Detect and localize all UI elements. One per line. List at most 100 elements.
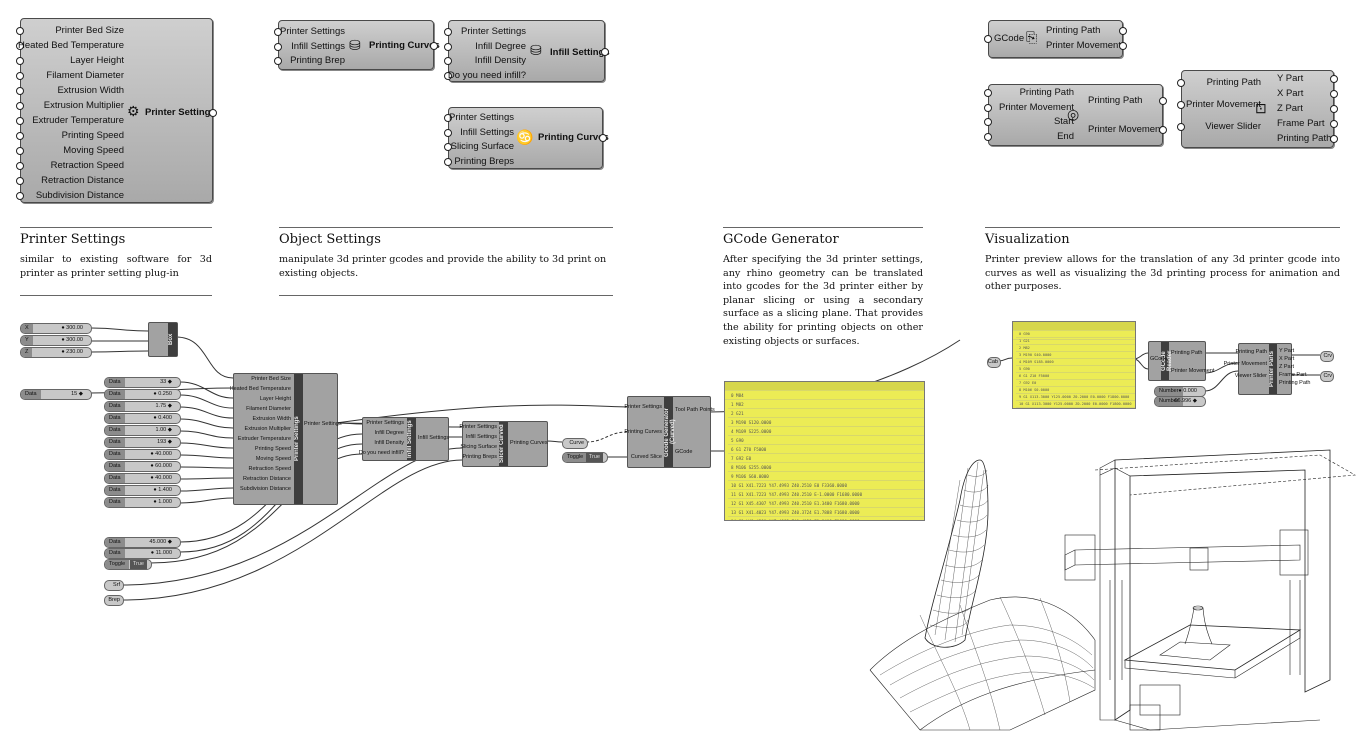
toggle-slicing[interactable]: Toggle True: [104, 559, 152, 570]
input-grip[interactable]: [444, 28, 452, 36]
left-data-slider[interactable]: Data 15 ◆: [20, 389, 92, 400]
vis-crv-pill-2[interactable]: Crv: [1320, 371, 1334, 382]
output-label: X Part: [1277, 88, 1304, 99]
input-grip[interactable]: [984, 35, 992, 43]
input-label: Slicing Surface: [450, 141, 514, 152]
input-grip[interactable]: [444, 143, 452, 151]
input-grip[interactable]: [16, 117, 24, 125]
input-grip[interactable]: [984, 89, 992, 97]
input-label: Layer Height: [70, 55, 124, 66]
param-slider[interactable]: Data● 40.000: [104, 449, 181, 460]
param-slider[interactable]: Data● 0.400: [104, 413, 181, 424]
input-grip[interactable]: [16, 102, 24, 110]
input-grip[interactable]: [274, 42, 282, 51]
output-grip[interactable]: [1330, 135, 1338, 143]
param-slider[interactable]: Data● 60.000: [104, 461, 181, 472]
param-slider[interactable]: Data● 1.000: [104, 497, 181, 508]
output-grip[interactable]: [1330, 75, 1338, 83]
mini-input-label: Extrusion Multiplier: [244, 426, 291, 432]
input-grip[interactable]: [16, 87, 24, 95]
output-grip[interactable]: [1330, 105, 1338, 113]
xyz-slider[interactable]: Y● 300.00: [20, 335, 92, 346]
output-grip[interactable]: [1330, 120, 1338, 128]
input-grip[interactable]: [16, 132, 24, 140]
input-grip[interactable]: [984, 103, 992, 112]
input-grip[interactable]: [16, 57, 24, 65]
xyz-slider[interactable]: X● 300.00: [20, 323, 92, 334]
input-grip[interactable]: [984, 132, 992, 141]
input-grip[interactable]: [1177, 123, 1185, 131]
input-grip[interactable]: [1177, 79, 1185, 87]
vis-cab-pill[interactable]: Cab: [987, 357, 1001, 368]
output-grip[interactable]: [1119, 42, 1127, 50]
input-grip[interactable]: [16, 42, 24, 50]
output-grip[interactable]: [1119, 27, 1127, 35]
input-grip[interactable]: [16, 27, 24, 35]
input-grip[interactable]: [444, 114, 452, 122]
curve-param[interactable]: Curve: [562, 438, 588, 449]
output-grip[interactable]: [601, 48, 609, 56]
output-label: Printer Movement: [1088, 124, 1163, 135]
input-grip[interactable]: [1177, 101, 1185, 109]
panel-header: [725, 382, 924, 391]
component-output-label: Printer Settings: [145, 107, 216, 118]
param-slider[interactable]: Data● 11.000: [104, 548, 181, 559]
gcode-line: 9 M106 S60.0000: [728, 472, 924, 481]
box-component[interactable]: Box: [148, 322, 178, 357]
input-grip[interactable]: [274, 57, 282, 65]
output-grip[interactable]: [599, 134, 607, 142]
input-grip[interactable]: [444, 157, 452, 166]
param-slider[interactable]: Data● 1.400: [104, 485, 181, 496]
xyz-slider[interactable]: Z● 230.00: [20, 347, 92, 358]
vis-crv-pill-1[interactable]: Crv: [1320, 351, 1334, 362]
output-grip[interactable]: [1330, 90, 1338, 98]
input-grip[interactable]: [444, 71, 452, 80]
output-grip[interactable]: [1159, 97, 1167, 105]
input-label: Retraction Distance: [41, 175, 124, 186]
input-grip[interactable]: [16, 72, 24, 80]
output-grip[interactable]: [1159, 126, 1167, 134]
input-grip[interactable]: [16, 177, 24, 185]
param-pill[interactable]: Brep: [104, 595, 124, 606]
input-grip[interactable]: [444, 42, 452, 51]
toggle-curved[interactable]: Toggle True: [562, 452, 608, 463]
output-grip[interactable]: [209, 109, 217, 117]
input-grip[interactable]: [16, 192, 24, 200]
gcode-line: 11 G1 X41.7223 Y47.4993 Z40.2510 E-1.000…: [728, 490, 924, 499]
input-grip[interactable]: [444, 128, 452, 137]
slider-value: ● 60.000: [150, 463, 172, 469]
output-grip[interactable]: [430, 42, 438, 50]
input-grip[interactable]: [274, 28, 282, 36]
param-pill[interactable]: Srf: [104, 580, 124, 591]
input-grip[interactable]: [444, 57, 452, 65]
input-label: Infill Degree: [475, 40, 526, 52]
input-grip[interactable]: [16, 147, 24, 155]
param-slider[interactable]: Data● 40.000: [104, 473, 181, 484]
gcode-line: 1 G21: [1016, 338, 1135, 345]
gcode-line: 2 G21: [728, 409, 924, 418]
input-grip[interactable]: [16, 162, 24, 170]
input-grip[interactable]: [984, 118, 992, 126]
param-slider[interactable]: Data● 0.250: [104, 389, 181, 400]
